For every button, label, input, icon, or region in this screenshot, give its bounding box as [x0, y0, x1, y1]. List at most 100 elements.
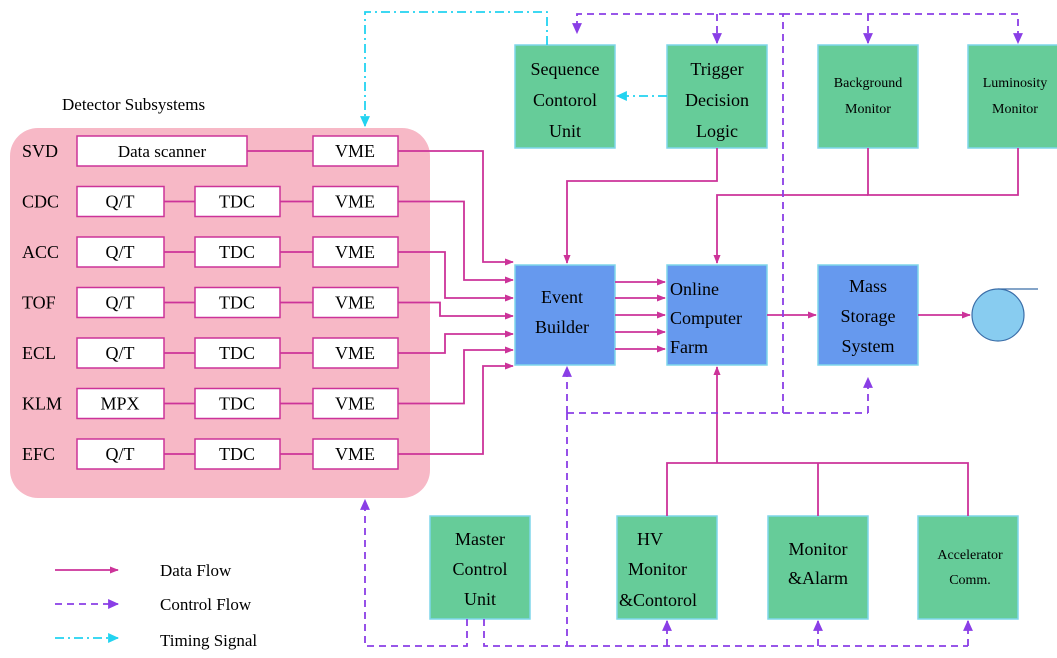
stage1-label: MPX: [100, 394, 139, 414]
subsystem-row-cdc: CDC Q/T TDC VME: [22, 185, 399, 218]
trigger-decision-logic: Trigger Decision Logic: [666, 44, 768, 149]
alarm-label-2: &Alarm: [788, 568, 848, 588]
master-label-1: Master: [455, 529, 505, 549]
data-flow-lines: [563, 148, 1019, 516]
stage1-label: Q/T: [106, 242, 135, 262]
luminosity-label-1: Luminosity: [983, 76, 1048, 91]
vme-box: [312, 185, 399, 218]
stage1-label: Data scanner: [118, 142, 207, 161]
sequence-control-unit: Sequence Contorol Unit: [514, 44, 616, 149]
master-control-unit: Master Control Unit: [429, 515, 531, 620]
accel-label-2: Comm.: [949, 573, 991, 588]
luminosity-monitor: Luminosity Monitor: [967, 44, 1057, 149]
timing-signal-lines: [360, 11, 667, 128]
stage1-box: [76, 387, 165, 420]
subsystem-row-svd: SVD Data scanner VME: [22, 135, 399, 167]
trigger-label-3: Logic: [696, 121, 738, 141]
subsystem-name: ACC: [22, 242, 59, 262]
tdc-box: [194, 337, 281, 369]
vme-label: VME: [335, 394, 375, 414]
vme-label: VME: [335, 293, 375, 313]
tdc-label: TDC: [219, 394, 255, 414]
storage-label-3: System: [841, 336, 894, 356]
vme-to-builder-line: [398, 330, 514, 354]
subsystem-name: TOF: [22, 293, 56, 313]
vme-label: VME: [335, 242, 375, 262]
stage1-label: Q/T: [106, 444, 135, 464]
subsystem-row-acc: ACC Q/T TDC VME: [22, 236, 399, 268]
event-builder-label-2: Builder: [535, 317, 589, 337]
stage1-label: Q/T: [106, 293, 135, 313]
vme-box: [312, 286, 399, 319]
vme-to-builder-line: [398, 362, 514, 455]
subsystem-name: KLM: [22, 394, 62, 414]
control-flow-lines: [360, 13, 1023, 647]
trigger-label-1: Trigger: [690, 59, 743, 79]
detector-subsystems-title: Detector Subsystems: [62, 95, 205, 114]
vme-box: [312, 135, 399, 167]
vme-label: VME: [335, 343, 375, 363]
vme-label: VME: [335, 444, 375, 464]
stage1-label: Q/T: [106, 192, 135, 212]
tdc-label: TDC: [219, 444, 255, 464]
vme-to-builder-line: [398, 200, 514, 284]
tdc-label: TDC: [219, 242, 255, 262]
vme-box: [312, 236, 399, 268]
farm-label-3: Farm: [670, 337, 708, 357]
trigger-label-2: Decision: [685, 90, 749, 110]
hv-label-3: &Contorol: [619, 590, 697, 610]
stage1-box: [76, 185, 165, 218]
sequence-label-3: Unit: [549, 121, 581, 141]
vme-box: [312, 387, 399, 420]
alarm-label-1: Monitor: [788, 539, 847, 559]
event-builder-label-1: Event: [541, 287, 583, 307]
legend-data-flow-label: Data Flow: [160, 561, 232, 580]
legend: Data Flow Control Flow Timing Signal: [55, 561, 257, 650]
master-label-2: Control: [452, 559, 507, 579]
event-builder: Event Builder: [514, 264, 616, 366]
subsystem-name: EFC: [22, 444, 55, 464]
farm-label-1: Online: [670, 279, 719, 299]
background-monitor: Background Monitor: [817, 44, 919, 149]
sequence-label-2: Contorol: [533, 90, 597, 110]
storage-label-1: Mass: [849, 276, 887, 296]
tape-storage-icon: [971, 288, 1038, 342]
tdc-box: [194, 387, 281, 420]
legend-timing-signal-label: Timing Signal: [160, 631, 257, 650]
mass-storage-system: Mass Storage System: [817, 264, 919, 366]
master-label-3: Unit: [464, 589, 496, 609]
vme-to-builder-line: [398, 150, 514, 266]
storage-label-2: Storage: [841, 306, 896, 326]
background-label-2: Monitor: [845, 102, 891, 117]
vme-to-builder-line: [398, 251, 514, 302]
vme-label: VME: [335, 192, 375, 212]
vme-to-builder-lines: [398, 150, 514, 455]
accel-label-1: Accelerator: [937, 548, 1003, 563]
hv-monitor-control: HV Monitor &Contorol: [616, 515, 718, 620]
legend-control-flow-label: Control Flow: [160, 595, 252, 614]
vme-to-builder-line: [398, 346, 514, 405]
subsystem-name: CDC: [22, 192, 59, 212]
hv-label-2: Monitor: [628, 559, 687, 579]
subsystem-row-tof: TOF Q/T TDC VME: [22, 286, 399, 319]
subsystem-name: SVD: [22, 141, 58, 161]
subsystem-row-efc: EFC Q/T TDC VME: [22, 438, 399, 470]
tdc-box: [194, 236, 281, 268]
vme-label: VME: [335, 141, 375, 161]
tdc-label: TDC: [219, 192, 255, 212]
background-label-1: Background: [834, 76, 902, 91]
stage1-label: Q/T: [106, 343, 135, 363]
subsystem-name: ECL: [22, 343, 56, 363]
tdc-box: [194, 438, 281, 470]
online-computer-farm: Online Computer Farm: [666, 264, 768, 366]
farm-label-2: Computer: [670, 308, 742, 328]
luminosity-label-2: Monitor: [992, 102, 1038, 117]
accelerator-comm: Accelerator Comm.: [917, 515, 1019, 620]
vme-to-builder-line: [398, 301, 514, 320]
tdc-label: TDC: [219, 293, 255, 313]
sequence-label-1: Sequence: [531, 59, 600, 79]
stage1-box: [76, 337, 165, 369]
